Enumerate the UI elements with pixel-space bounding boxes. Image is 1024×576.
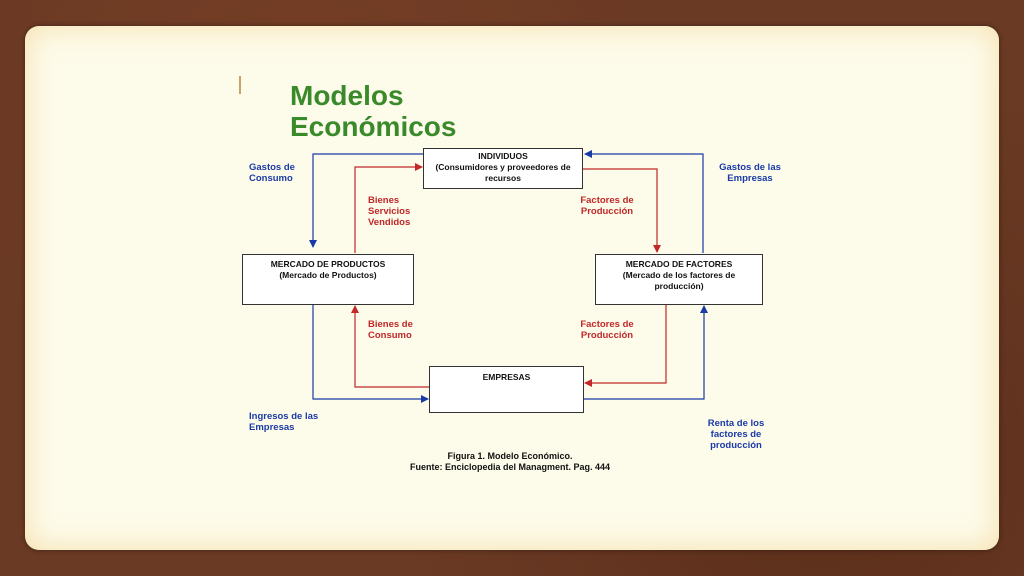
slide-title: Modelos Económicos bbox=[290, 80, 457, 142]
arrow-gastos-consumo bbox=[309, 153, 424, 248]
node-mercado-factores-subtitle: (Mercado de los factores de producción) bbox=[622, 270, 736, 291]
figure-caption-title: Figura 1. Modelo Económico. bbox=[447, 451, 573, 461]
arrow-renta-factores bbox=[583, 305, 708, 400]
node-mercado-factores: MERCADO DE FACTORES (Mercado de los fact… bbox=[595, 254, 763, 305]
arrow-ingresos-empresas bbox=[312, 304, 429, 403]
figure-caption-source: Fuente: Enciclopedia del Managment. Pag.… bbox=[409, 462, 611, 472]
slide-card bbox=[25, 26, 999, 550]
label-ingresos-empresas: Ingresos de las Empresas bbox=[249, 411, 319, 433]
arrow-bienes-servicios bbox=[354, 163, 423, 253]
title-accent-bar bbox=[239, 76, 241, 94]
label-factores-produccion-bottom: Factores de Producción bbox=[580, 319, 634, 341]
node-individuos-title: INDIVIDUOS bbox=[478, 151, 528, 161]
label-bienes-consumo: Bienes de Consumo bbox=[368, 319, 413, 341]
node-mercado-productos-subtitle: (Mercado de Productos) bbox=[279, 270, 377, 280]
label-gastos-empresas: Gastos de las Empresas bbox=[719, 162, 781, 184]
node-individuos-subtitle: (Consumidores y proveedores de recursos bbox=[435, 162, 571, 183]
label-factores-produccion-top: Factores de Producción bbox=[580, 195, 634, 217]
node-empresas-title: EMPRESAS bbox=[482, 372, 531, 382]
label-gastos-consumo: Gastos de Consumo bbox=[249, 162, 295, 184]
node-empresas: EMPRESAS bbox=[429, 366, 584, 413]
figure-caption: Figura 1. Modelo Económico. Fuente: Enci… bbox=[380, 451, 640, 473]
node-mercado-productos: MERCADO DE PRODUCTOS (Mercado de Product… bbox=[242, 254, 414, 305]
node-mercado-factores-title: MERCADO DE FACTORES bbox=[625, 259, 733, 269]
node-individuos: INDIVIDUOS (Consumidores y proveedores d… bbox=[423, 148, 583, 189]
arrow-factores-top bbox=[583, 168, 661, 253]
label-bienes-servicios-vendidos: Bienes Servicios Vendidos bbox=[368, 195, 411, 228]
node-mercado-productos-title: MERCADO DE PRODUCTOS bbox=[270, 259, 386, 269]
arrow-factores-bottom bbox=[584, 304, 667, 387]
arrow-bienes-consumo bbox=[351, 305, 429, 388]
label-renta-factores: Renta de los factores de producción bbox=[707, 418, 765, 451]
arrow-gastos-empresas bbox=[584, 150, 704, 253]
